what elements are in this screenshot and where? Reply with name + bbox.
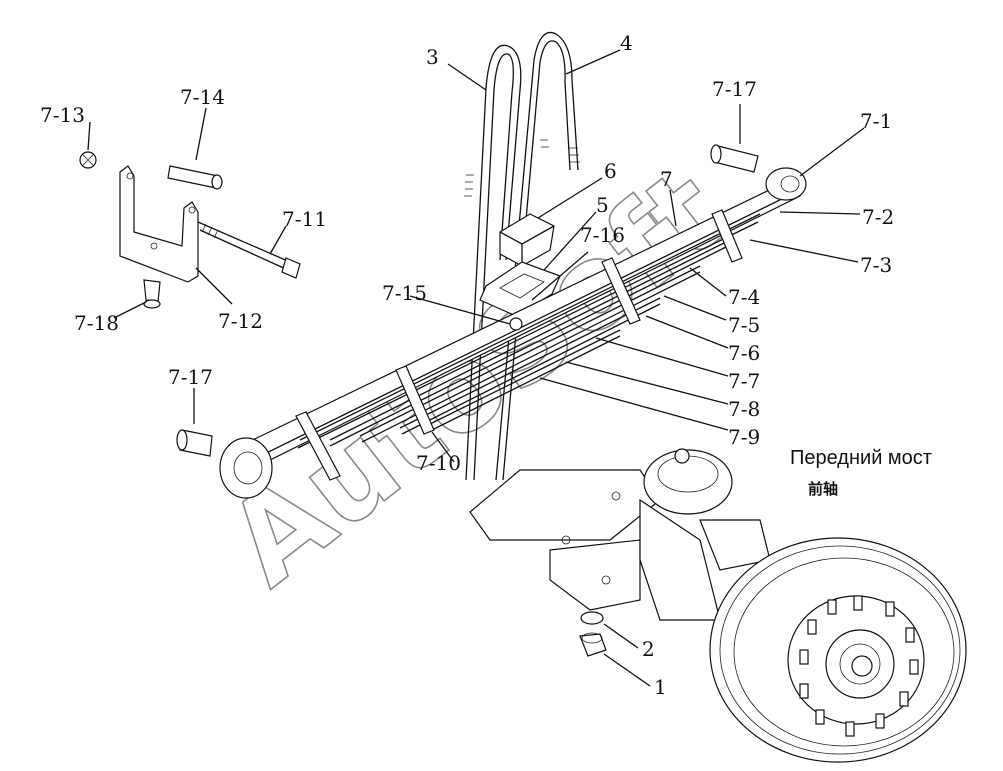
callout-1: 1 xyxy=(654,675,667,699)
callout-7-18: 7-18 xyxy=(74,311,119,335)
callout-7-11: 7-11 xyxy=(282,207,327,231)
callouts: 3 4 6 5 7-16 7 7-17 7-1 7-2 7-3 7-4 7-5 … xyxy=(40,31,894,699)
assembly-label-cn: 前轴 xyxy=(808,480,838,498)
bushing-7-17-left xyxy=(176,429,213,457)
callout-6: 6 xyxy=(604,159,617,183)
sleeve-7-14 xyxy=(167,165,219,189)
nut-1 xyxy=(579,632,607,657)
callout-7-3: 7-3 xyxy=(860,253,892,277)
u-bolt-4 xyxy=(495,31,580,481)
callout-5: 5 xyxy=(596,193,609,217)
axle-pad xyxy=(469,469,661,611)
u-bolt-3 xyxy=(464,44,522,481)
assembly-label-ru: Передний мост xyxy=(790,447,932,469)
callout-2: 2 xyxy=(642,637,655,661)
callout-7-2: 7-2 xyxy=(862,205,894,229)
callout-7-8: 7-8 xyxy=(728,397,760,421)
callout-7-6: 7-6 xyxy=(728,341,760,365)
leader-lines xyxy=(87,49,865,687)
callout-7-17-right: 7-17 xyxy=(712,77,757,101)
callout-7-17-left: 7-17 xyxy=(168,365,213,389)
bushing-7-17-right xyxy=(710,144,759,173)
callout-7-14: 7-14 xyxy=(180,85,225,109)
callout-7-10: 7-10 xyxy=(416,451,461,475)
callout-7-1: 7-1 xyxy=(860,109,892,133)
callout-4: 4 xyxy=(620,31,633,55)
callout-7-5: 7-5 xyxy=(728,313,760,337)
callout-7-13: 7-13 xyxy=(40,103,85,127)
callout-7-12: 7-12 xyxy=(218,309,263,333)
callout-7-4: 7-4 xyxy=(728,285,760,309)
washer-2 xyxy=(580,611,604,625)
callout-7-15: 7-15 xyxy=(382,281,427,305)
callout-7-9: 7-9 xyxy=(728,425,760,449)
callout-3: 3 xyxy=(426,45,439,69)
bump-stop-6 xyxy=(499,213,555,267)
brake-drum xyxy=(709,537,967,763)
pin-7-18 xyxy=(143,279,161,303)
spacer-5 xyxy=(479,261,561,317)
bracket-assembly xyxy=(79,151,301,309)
callout-7-7: 7-7 xyxy=(728,369,760,393)
callout-7: 7 xyxy=(660,167,673,191)
brake-chamber xyxy=(639,448,771,621)
bracket-7-12 xyxy=(119,165,199,283)
leaf-spring-7 xyxy=(219,167,807,499)
callout-7-16: 7-16 xyxy=(580,223,625,247)
bolt-7-11 xyxy=(197,221,291,263)
centre-nut-7-15 xyxy=(509,317,523,331)
